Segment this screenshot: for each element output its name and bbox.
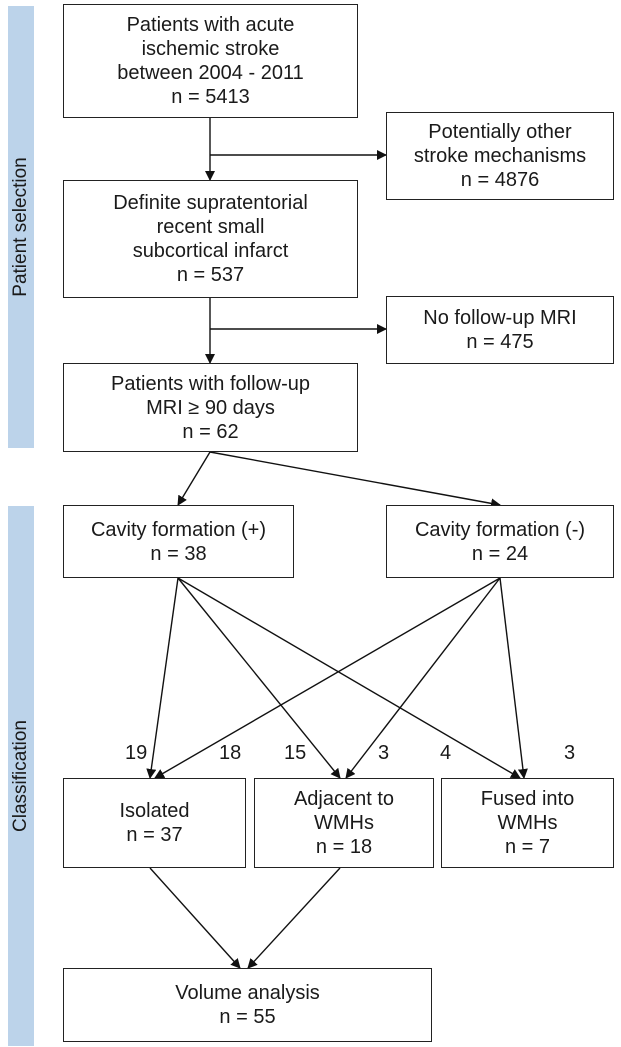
arrow-neg-to-fused [499,577,528,779]
patient-selection-bar: Patient selection [8,6,34,448]
cavity-positive-box: Cavity formation (+) n = 38 [63,505,294,578]
followup-mri-box: Patients with follow-up MRI ≥ 90 days n … [63,363,358,452]
arrow-pos-to-isolated [146,577,179,779]
arrow-pos-to-fused [177,577,521,779]
edge-label-pos-adjacent: 15 [284,742,307,764]
adjacent-wmh-box: Adjacent to WMHs n = 18 [254,778,434,868]
definite-infarct-box: Definite supratentorial recent small sub… [63,180,358,298]
edge-label-pos-fused: 4 [440,742,452,764]
edge-label-neg-isolated: 18 [219,742,242,764]
no-followup-box: No follow-up MRI n = 475 [386,296,614,364]
edge-label-neg-adjacent: 3 [378,742,390,764]
volume-analysis-box: Volume analysis n = 55 [63,968,432,1042]
arrow-neg-to-adjacent [345,577,501,779]
arrow-adjacent-to-volume [247,867,341,969]
acute-stroke-box: Patients with acute ischemic stroke betw… [63,4,358,118]
other-mechanisms-box: Potentially other stroke mechanisms n = … [386,112,614,200]
arrow-isolated-to-volume [149,867,241,969]
isolated-box: Isolated n = 37 [63,778,246,868]
arrow-pos-to-adjacent [177,577,341,779]
cavity-negative-box: Cavity formation (-) n = 24 [386,505,614,578]
classification-bar: Classification [8,506,34,1046]
fused-wmh-box: Fused into WMHs n = 7 [441,778,614,868]
arrow-followup-to-cavity-pos [177,451,211,506]
edge-label-neg-fused: 3 [564,742,576,764]
edge-label-pos-isolated: 19 [125,742,148,764]
arrow-neg-to-isolated [154,577,501,779]
arrow-followup-to-cavity-neg [209,451,501,509]
